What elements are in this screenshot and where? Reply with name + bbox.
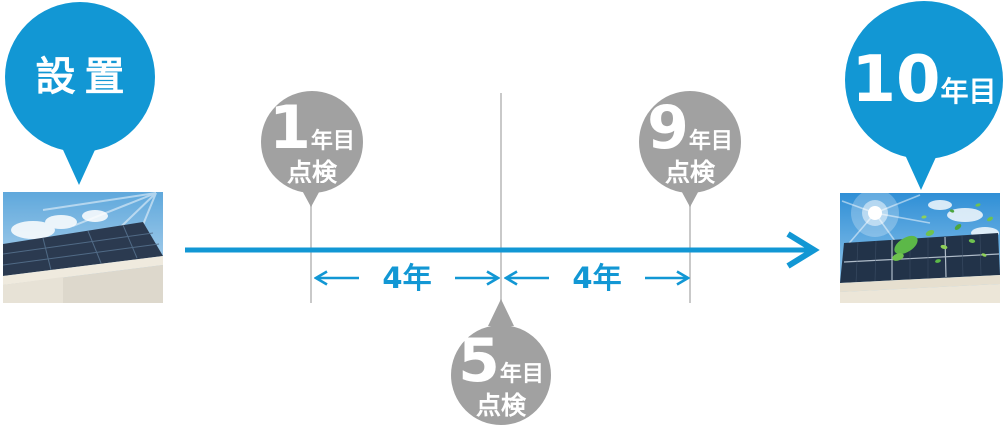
year10-label: 10 年目	[851, 48, 996, 112]
checkpoint1-balloon: 1 年目 点検	[261, 91, 363, 193]
checkpoint9-balloon: 9 年目 点検	[639, 91, 741, 193]
checkpoint1-balloon-tail	[298, 183, 324, 207]
solar-panels-green-leaves-photo	[840, 193, 1000, 303]
year10-number: 10	[851, 43, 941, 117]
checkpoint5-number: 5	[458, 325, 500, 396]
year10-balloon-tail	[901, 146, 941, 190]
checkpoint1-suffix: 年目	[310, 128, 355, 154]
arrow-right-icon	[455, 270, 500, 286]
checkpoint5-pointer-line	[500, 93, 502, 301]
house-solar-roof-photo	[3, 192, 163, 303]
interval-1: 4年	[314, 261, 500, 295]
year10-balloon: 10 年目	[845, 1, 1003, 159]
checkpoint1-subtitle: 点検	[286, 157, 337, 187]
leaf-icons	[892, 203, 993, 263]
checkpoint5-suffix: 年目	[499, 361, 544, 387]
arrow-right-icon	[645, 270, 690, 286]
arrow-left-icon	[314, 270, 359, 286]
checkpoint9-balloon-tail	[677, 183, 703, 207]
checkpoint9-suffix: 年目	[688, 128, 733, 154]
timeline-arrow	[185, 231, 820, 269]
installation-label: 設置	[35, 54, 134, 100]
interval-2-label: 4年	[572, 260, 622, 295]
checkpoint9-subtitle: 点検	[664, 157, 715, 187]
installation-balloon: 設置	[5, 2, 155, 152]
checkpoint5-balloon: 5 年目 点検	[451, 325, 551, 425]
checkpoint1-title: 1 年目	[269, 98, 355, 158]
interval-2: 4年	[504, 261, 690, 295]
checkpoint9-number: 9	[647, 92, 689, 163]
interval-1-label: 4年	[382, 260, 432, 295]
checkpoint9-title: 9 年目	[647, 98, 733, 158]
checkpoint1-number: 1	[269, 92, 311, 163]
arrow-left-icon	[504, 270, 549, 286]
checkpoint5-subtitle: 点検	[475, 390, 526, 420]
checkpoint5-balloon-tail	[488, 299, 514, 326]
installation-balloon-tail	[59, 141, 99, 185]
checkpoint5-title: 5 年目	[458, 331, 544, 391]
year10-suffix: 年目	[940, 75, 997, 108]
